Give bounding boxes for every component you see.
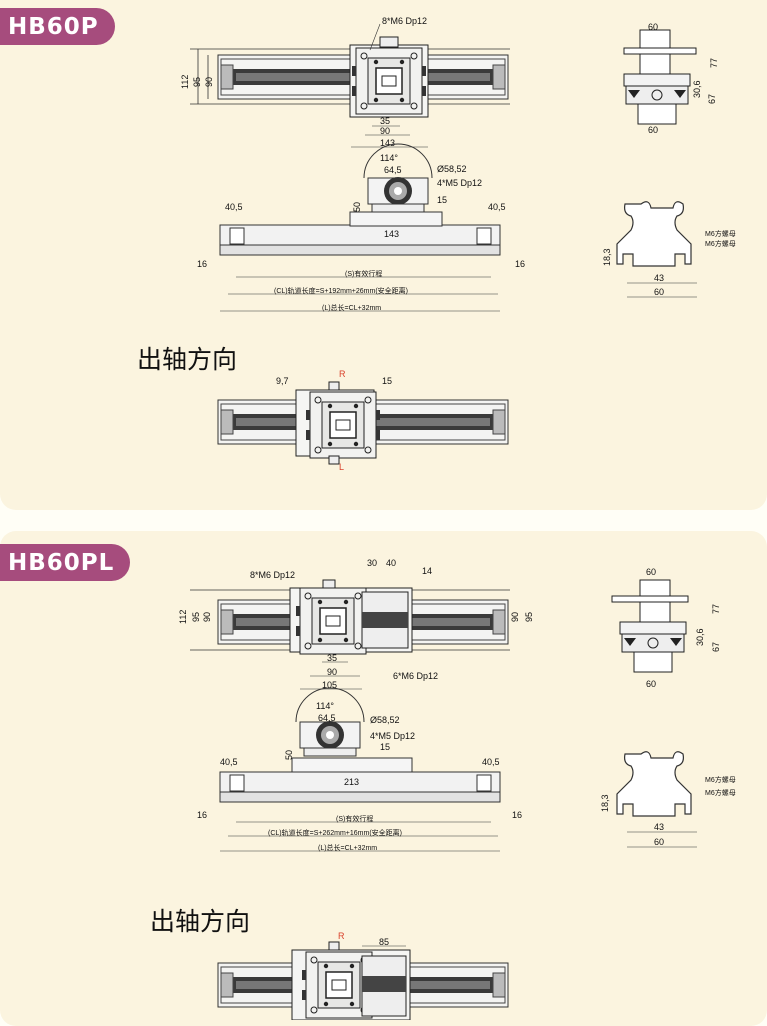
- pl-dim-50: 50: [284, 750, 294, 760]
- pl-angle-114: 114°: [316, 701, 334, 711]
- pl-dim-35: 35: [327, 653, 337, 663]
- shaft-direction-heading-2: 出轴方向: [150, 907, 251, 936]
- pl-right-95: 95: [524, 612, 534, 622]
- pl-end-right: 40,5: [482, 757, 500, 767]
- carriage-length: 143: [384, 229, 399, 239]
- pl-dim-15: 15: [380, 742, 390, 752]
- pl-dim-90: 90: [202, 612, 212, 622]
- shaft-direction-heading-1: 出轴方向: [137, 345, 238, 374]
- end-16-left: 16: [197, 259, 207, 269]
- hb60p-profile: 18,3 43 60 M6方螺母 M6方螺母: [602, 201, 736, 298]
- pl-dim-105: 105: [322, 680, 337, 690]
- end-h67: 67: [707, 94, 717, 104]
- pl-stroke-label: (S)有效行程: [336, 814, 373, 823]
- end-16-right: 16: [515, 259, 525, 269]
- pl-end-bottom-60: 60: [646, 679, 656, 689]
- pl-end-h67: 67: [711, 642, 721, 652]
- dim-90: 90: [204, 77, 214, 87]
- pl-width-64-5: 64,5: [318, 713, 336, 723]
- profile-h: 18,3: [602, 248, 612, 266]
- shaft-9-7: 9,7: [276, 376, 289, 386]
- pl-nut-label-2: M6方螺母: [705, 788, 736, 797]
- pl-end-h30: 30,6: [695, 628, 705, 646]
- end-top-60: 60: [648, 22, 658, 32]
- dim-35: 35: [380, 116, 390, 126]
- pl-end-left: 40,5: [220, 757, 238, 767]
- hb60p-end-view: 60 77 30,6 67 60: [623, 22, 719, 135]
- dim-112: 112: [180, 75, 190, 89]
- pl-end-16-right: 16: [512, 810, 522, 820]
- hb60pl-top-view: 112 95 90 8*M6 Dp12 30 40 14 90 95 35 90…: [178, 558, 534, 690]
- pl-dim-95: 95: [191, 612, 201, 622]
- hb60pl-profile: 18,3 43 60 M6方螺母 M6方螺母: [600, 751, 736, 848]
- pl-right-90: 90: [510, 612, 520, 622]
- pl-hole-callout-2: 6*M6 Dp12: [393, 671, 438, 681]
- pl-end-h77: 77: [711, 604, 721, 614]
- pl-profile-h: 18,3: [600, 794, 610, 812]
- shaft-15: 15: [382, 376, 392, 386]
- pl-dim-90-bottom: 90: [327, 667, 337, 677]
- pl-end-top-60: 60: [646, 567, 656, 577]
- dim-90-bottom: 90: [380, 126, 390, 136]
- screw-callout: 4*M5 Dp12: [437, 178, 482, 188]
- model-badge-hb60p: HB60P: [0, 8, 115, 45]
- hb60p-top-view: 112 95 90 8*M6 Dp12 35 90 143: [180, 16, 510, 148]
- nut-label-2: M6方螺母: [705, 239, 736, 248]
- pl-dim-40: 40: [386, 558, 396, 568]
- dim-50: 50: [352, 202, 362, 212]
- pl-shaft-r: R: [338, 931, 345, 941]
- pl-rail-length-label: (CL)轨道长度=S+262mm+16mm(安全距离): [268, 828, 402, 837]
- profile-60: 60: [654, 287, 664, 297]
- model-badge-hb60pl: HB60PL: [0, 544, 131, 581]
- dim-143: 143: [380, 138, 395, 148]
- hole-callout: 8*M6 Dp12: [382, 16, 427, 26]
- end-right: 40,5: [488, 202, 506, 212]
- pl-profile-43: 43: [654, 822, 664, 832]
- hb60p-side-view: 114° 64,5 Ø58,52 4*M5 Dp12 50 15 40,5 40…: [197, 143, 525, 312]
- angle-114: 114°: [380, 153, 398, 163]
- pl-dim-30: 30: [367, 558, 377, 568]
- dim-15: 15: [437, 195, 447, 205]
- pl-screw-callout: 4*M5 Dp12: [370, 731, 415, 741]
- pl-dim-14: 14: [422, 566, 432, 576]
- pl-dim-112: 112: [178, 610, 188, 624]
- pl-shaft-85: 85: [379, 937, 389, 947]
- nut-label-1: M6方螺母: [705, 229, 736, 238]
- hb60pl-side-view: 114° 64,5 Ø58,52 4*M5 Dp12 50 15 40,5 40…: [197, 687, 522, 852]
- diameter: Ø58,52: [437, 164, 467, 174]
- shaft-r: R: [339, 369, 346, 379]
- pl-hole-callout: 8*M6 Dp12: [250, 570, 295, 580]
- end-h77: 77: [709, 58, 719, 68]
- hb60pl-end-view: 60 77 30,6 67 60: [611, 567, 721, 689]
- width-64-5: 64,5: [384, 165, 402, 175]
- profile-43: 43: [654, 273, 664, 283]
- total-length-label: (L)总长=CL+32mm: [322, 303, 381, 312]
- pl-nut-label-1: M6方螺母: [705, 775, 736, 784]
- hb60p-shaft-view: 9,7 15 R L: [217, 369, 509, 472]
- dim-95: 95: [192, 77, 202, 87]
- pl-end-16-left: 16: [197, 810, 207, 820]
- pl-carriage-length: 213: [344, 777, 359, 787]
- stroke-label: (S)有效行程: [345, 269, 382, 278]
- pl-total-length-label: (L)总长=CL+32mm: [318, 843, 377, 852]
- end-bottom-60: 60: [648, 125, 658, 135]
- shaft-l: L: [339, 462, 344, 472]
- rail-length-label: (CL)轨道长度=S+192mm+26mm(安全距离): [274, 286, 408, 295]
- end-h30: 30,6: [692, 80, 702, 98]
- end-left: 40,5: [225, 202, 243, 212]
- hb60pl-shaft-view: R 85: [217, 931, 509, 1020]
- pl-profile-60: 60: [654, 837, 664, 847]
- pl-diameter: Ø58,52: [370, 715, 400, 725]
